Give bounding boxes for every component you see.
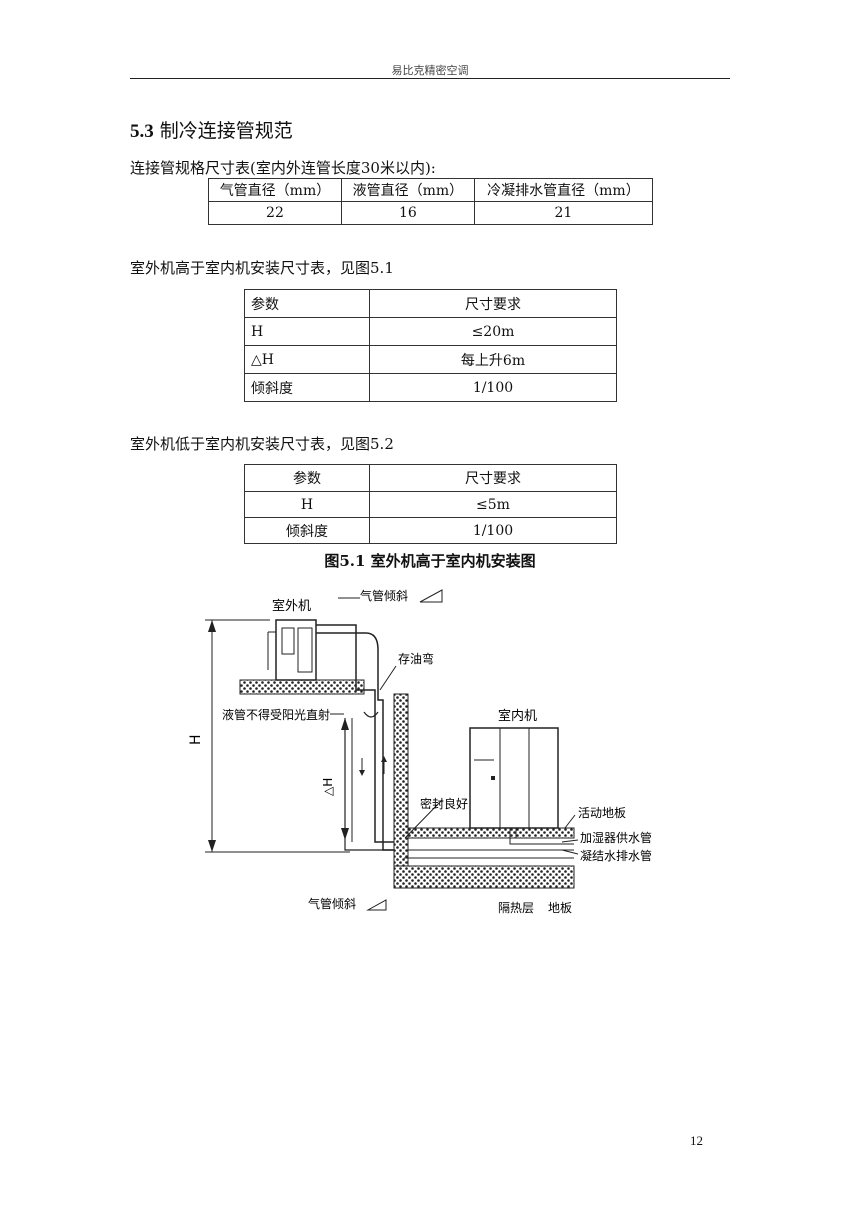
pipe-size-table: 气管直径（mm） 液管直径（mm） 冷凝排水管直径（mm） 22 16 21 — [208, 178, 654, 225]
outdoor-base — [239, 679, 365, 695]
label-humidifier-pipe: 加湿器供水管 — [580, 830, 652, 845]
table-cell: 22 — [208, 201, 342, 225]
page-header: 易比克精密空调 — [391, 64, 469, 77]
table-row: 22 16 21 — [208, 201, 654, 225]
label-dimension-delta-h: △H — [321, 778, 335, 796]
table-header-cell: 气管直径（mm） — [208, 178, 342, 202]
table-row: 倾斜度 1/100 — [244, 517, 617, 544]
section-title: 5.3 制冷连接管规范 — [130, 116, 293, 143]
table-cell: H — [244, 491, 370, 518]
slope-icon — [366, 899, 387, 911]
table-cell: 16 — [340, 201, 475, 225]
indoor-unit — [469, 727, 559, 829]
label-liquid-pipe-note: 液管不得受阳光直射 — [222, 707, 330, 722]
label-gas-slope-bottom: 气管倾斜 — [308, 896, 356, 911]
table-row: 倾斜度 1/100 — [244, 373, 617, 402]
outdoor-higher-table: 参数 尺寸要求 H ≤20m △H 每上升6m 倾斜度 1/100 — [244, 289, 617, 402]
table-row: H ≤20m — [244, 317, 617, 346]
table-cell: △H — [244, 345, 370, 374]
table-cell: 倾斜度 — [244, 373, 370, 402]
section-number: 5.3 — [130, 121, 154, 142]
label-raised-floor: 活动地板 — [578, 806, 626, 820]
table-cell: ≤5m — [369, 491, 617, 518]
table-low-caption: 室外机低于室内机安装尺寸表，见图5.2 — [130, 435, 394, 453]
table-header-cell: 尺寸要求 — [369, 464, 617, 492]
outdoor-lower-table: 参数 尺寸要求 H ≤5m 倾斜度 1/100 — [244, 464, 617, 544]
raised-floor — [407, 827, 575, 839]
label-insulation: 隔热层 — [498, 901, 534, 915]
header-rule — [130, 78, 730, 79]
table-cell: 1/100 — [369, 517, 617, 544]
table-cell: ≤20m — [369, 317, 617, 346]
section-title-text: 制冷连接管规范 — [159, 120, 293, 142]
table-row: △H 每上升6m — [244, 345, 617, 374]
table-high-caption: 室外机高于室内机安装尺寸表，见图5.1 — [130, 259, 394, 277]
table-header-cell: 冷凝排水管直径（mm） — [473, 178, 654, 202]
table-cell: 倾斜度 — [244, 517, 370, 544]
label-condensate-pipe: 凝结水排水管 — [580, 848, 652, 863]
table-cell: 1/100 — [369, 373, 617, 402]
table-header-cell: 参数 — [244, 289, 370, 318]
page-number: 12 — [690, 1133, 703, 1148]
table-header-row: 参数 尺寸要求 — [244, 289, 617, 318]
liquid-pipe — [316, 632, 400, 851]
table-cell: 21 — [473, 201, 654, 225]
intro-text: 连接管规格尺寸表(室内外连管长度30米以内): — [130, 159, 436, 177]
label-seal: 密封良好 — [420, 796, 468, 811]
gas-pipe — [316, 624, 398, 843]
wall — [393, 693, 409, 885]
table-row: H ≤5m — [244, 491, 617, 518]
label-gas-slope-top: 气管倾斜 — [360, 588, 408, 603]
oil-trap-loop — [363, 711, 379, 718]
table-header-row: 参数 尺寸要求 — [244, 464, 617, 492]
floor-slab — [393, 865, 575, 889]
slope-icon — [419, 589, 443, 603]
figure-caption: 图5.1 室外机高于室内机安装图 — [324, 552, 536, 570]
label-indoor-unit: 室内机 — [498, 708, 537, 724]
table-header-cell: 尺寸要求 — [369, 289, 617, 318]
label-oil-trap: 存油弯 — [398, 651, 434, 666]
label-outdoor-unit: 室外机 — [272, 598, 311, 614]
label-dimension-h: H — [188, 734, 204, 745]
label-floor: 地板 — [548, 901, 572, 915]
outdoor-unit — [267, 619, 317, 681]
table-cell: 每上升6m — [369, 345, 617, 374]
